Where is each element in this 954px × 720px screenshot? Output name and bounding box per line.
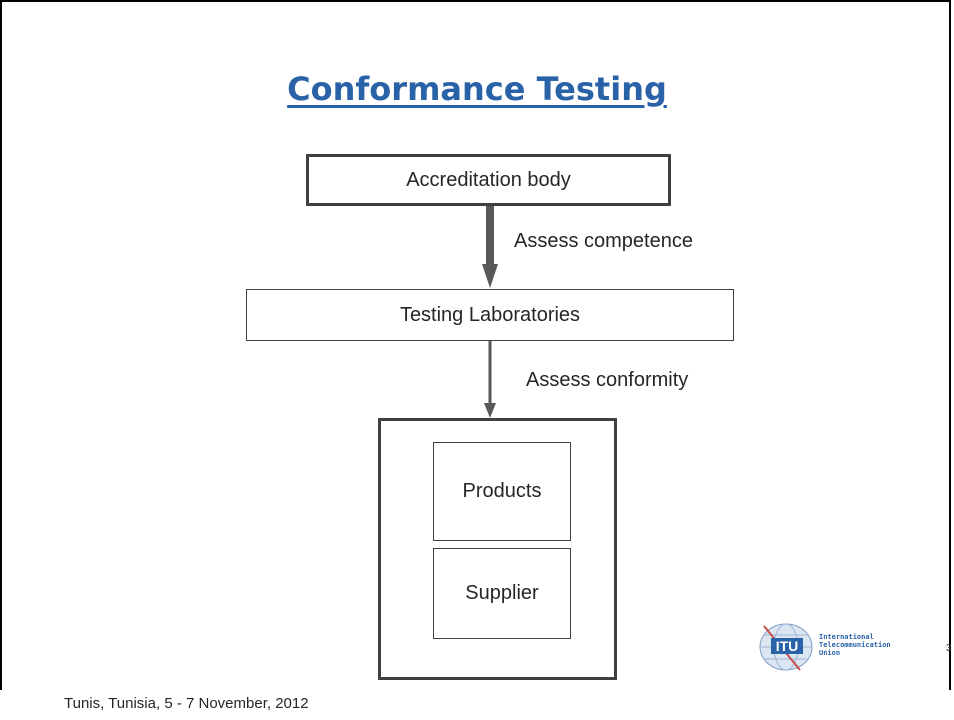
page-number: 3: [946, 643, 952, 654]
slide-frame: [0, 0, 951, 690]
testing-laboratories-box: Testing Laboratories: [246, 289, 734, 341]
accreditation-body-box: Accreditation body: [306, 154, 671, 206]
supplier-box: Supplier: [433, 548, 571, 639]
svg-text:ITU: ITU: [776, 638, 799, 654]
itu-globe-icon: ITU: [759, 623, 813, 671]
supplier-label: Supplier: [465, 582, 539, 604]
itu-logo: ITU International Telecommunication Unio…: [756, 620, 936, 674]
slide-title: Conformance Testing: [287, 70, 667, 108]
products-label: Products: [462, 480, 542, 502]
testing-laboratories-label: Testing Laboratories: [399, 303, 581, 326]
assess-conformity-label: Assess conformity: [526, 369, 689, 391]
products-box: Products: [433, 442, 571, 541]
slide-footer: Tunis, Tunisia, 5 - 7 November, 2012: [64, 695, 309, 712]
assess-competence-label: Assess competence: [514, 230, 693, 252]
accreditation-body-label: Accreditation body: [406, 168, 571, 191]
itu-logo-text: International Telecommunication Union: [819, 633, 891, 657]
